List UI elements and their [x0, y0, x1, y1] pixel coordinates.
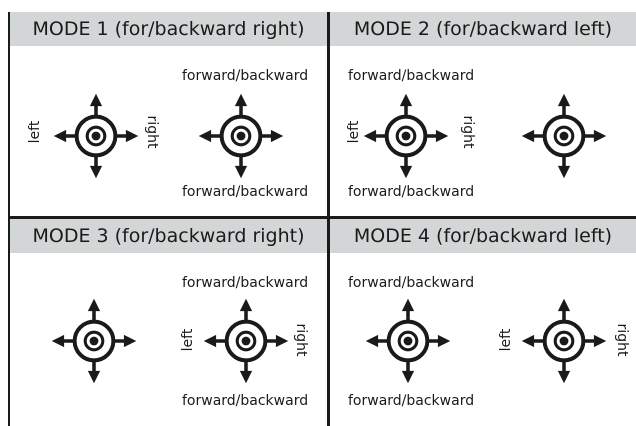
left-label: left: [346, 120, 362, 144]
left-label: left: [498, 328, 514, 352]
forward-backward-label-top: forward/backward: [348, 275, 475, 291]
mode-1-header: MODE 1 (for/backward right): [10, 12, 327, 46]
mode-3-header: MODE 3 (for/backward right): [10, 219, 327, 253]
joystick-icon: [202, 297, 290, 385]
forward-backward-label-bottom: forward/backward: [182, 393, 309, 409]
center-divider: [327, 12, 330, 426]
left-label: left: [27, 120, 43, 144]
right-label: right: [293, 323, 309, 357]
forward-backward-label-bottom: forward/backward: [348, 393, 475, 409]
mode-2-header: MODE 2 (for/backward left): [330, 12, 636, 46]
middle-divider: [8, 216, 636, 219]
forward-backward-label-top: forward/backward: [182, 275, 309, 291]
mode-1-panel: MODE 1 (for/backward right) left right f…: [10, 12, 327, 216]
forward-backward-label-top: forward/backward: [182, 68, 309, 84]
joystick-icon: [520, 92, 608, 180]
joystick-icon: [52, 92, 140, 180]
left-label: left: [180, 328, 196, 352]
joystick-icon: [520, 297, 608, 385]
joystick-icon: [50, 297, 138, 385]
mode-4-panel: MODE 4 (for/backward left) forward/backw…: [330, 219, 636, 426]
left-border: [8, 12, 10, 426]
joystick-icon: [364, 297, 452, 385]
right-label: right: [614, 323, 630, 357]
right-label: right: [144, 115, 160, 149]
joystick-icon: [362, 92, 450, 180]
mode-2-panel: MODE 2 (for/backward left) forward/backw…: [330, 12, 636, 216]
mode-3-panel: MODE 3 (for/backward right) forward/back…: [10, 219, 327, 426]
forward-backward-label-bottom: forward/backward: [182, 184, 309, 200]
forward-backward-label-top: forward/backward: [348, 68, 475, 84]
forward-backward-label-bottom: forward/backward: [348, 184, 475, 200]
right-label: right: [460, 115, 476, 149]
mode-4-header: MODE 4 (for/backward left): [330, 219, 636, 253]
joystick-icon: [197, 92, 285, 180]
